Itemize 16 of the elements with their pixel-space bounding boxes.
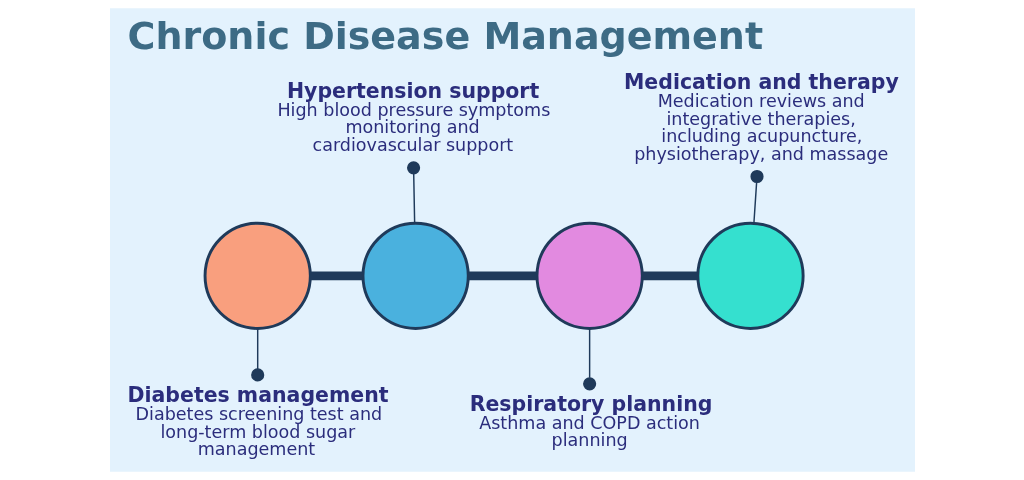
node-circle — [535, 221, 644, 330]
node-circle — [203, 221, 312, 330]
connector — [310, 271, 363, 281]
connector — [406, 161, 420, 224]
node-circle — [695, 221, 805, 330]
node-text: Hypertension support High blood pressure symptoms monitoring and cardiovascular support — [276, 78, 550, 155]
diagram-title: Chronic Disease Management — [127, 13, 763, 58]
node-circle — [361, 221, 470, 330]
node-text: Diabetes management Diabetes screening test and long-term blood sugar management — [127, 382, 389, 460]
node-text: Medication and therapy Medication reviews and integrative therapies, including acupuncture, physiotherapy, and massage — [623, 69, 899, 164]
connector — [468, 271, 537, 281]
connector — [641, 271, 698, 281]
connector — [582, 328, 596, 391]
connector — [749, 169, 764, 224]
connector — [250, 328, 264, 382]
node-text: Respiratory planning Asthma and COPD action planning — [469, 391, 712, 451]
